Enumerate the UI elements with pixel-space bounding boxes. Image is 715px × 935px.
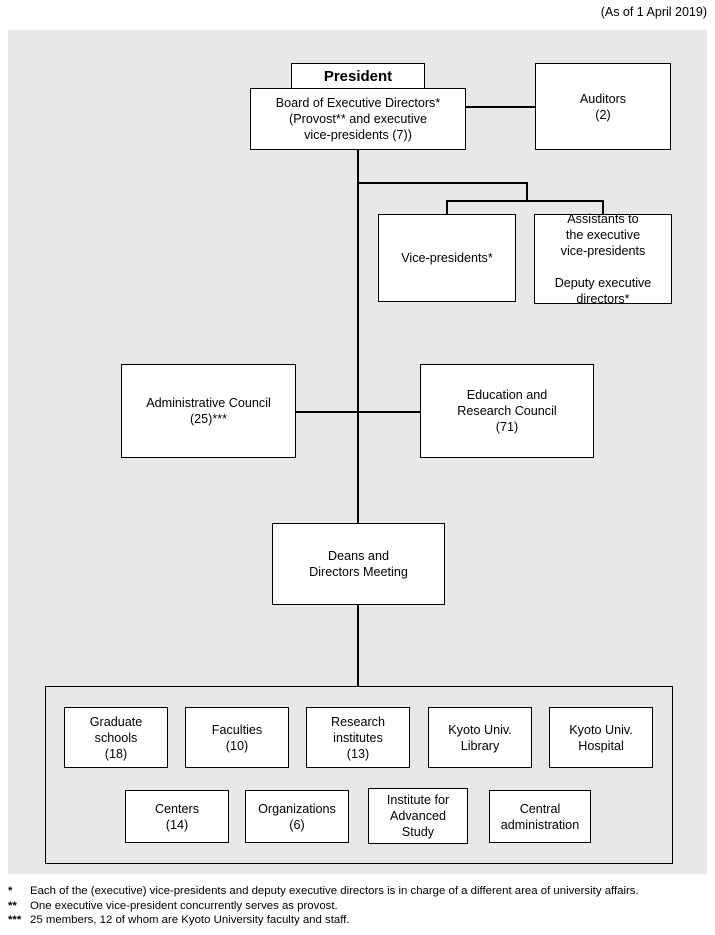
node-auditors[interactable]: Auditors (2) [535, 63, 671, 150]
unit-centers-label: Centers (14) [154, 801, 200, 832]
unit-kyoto-univ-hospital[interactable]: Kyoto Univ. Hospital [549, 707, 653, 768]
connector-deans-to-units [357, 605, 359, 686]
as-of-date: (As of 1 April 2019) [600, 5, 707, 19]
node-president[interactable]: President [291, 63, 425, 89]
unit-faculties[interactable]: Faculties (10) [185, 707, 289, 768]
unit-kyoto-univ-hospital-label: Kyoto Univ. Hospital [569, 722, 633, 753]
footnote-text-3: 25 members, 12 of whom are Kyoto Univers… [30, 914, 350, 927]
unit-institute-for-advanced-study-label: Institute for Advanced Study [386, 793, 450, 839]
unit-kyoto-univ-library-label: Kyoto Univ. Library [448, 722, 512, 753]
node-education-research-council[interactable]: Education and Research Council (71) [420, 364, 594, 458]
unit-graduate-schools[interactable]: Graduate schools (18) [64, 707, 168, 768]
unit-organizations-label: Organizations (6) [258, 801, 336, 832]
node-vice-presidents[interactable]: Vice-presidents* [378, 214, 516, 302]
unit-research-institutes[interactable]: Research institutes (13) [306, 707, 410, 768]
node-board-of-executive-directors[interactable]: Board of Executive Directors* (Provost**… [250, 88, 466, 150]
unit-organizations[interactable]: Organizations (6) [245, 790, 349, 843]
unit-graduate-schools-label: Graduate schools (18) [89, 714, 143, 761]
unit-faculties-label: Faculties (10) [211, 722, 263, 753]
connector-to-vice-presidents [446, 200, 448, 215]
node-deans-directors-label: Deans and Directors Meeting [309, 549, 408, 579]
units-group-frame [45, 686, 673, 864]
node-education-research-council-label: Education and Research Council (71) [457, 388, 557, 434]
footnote-text-2: One executive vice-president concurrentl… [30, 899, 338, 912]
connector-trunk-main [357, 150, 359, 524]
footnote-single-asterisk: * Each of the (executive) vice-president… [8, 884, 708, 899]
unit-research-institutes-label: Research institutes (13) [331, 714, 385, 761]
unit-kyoto-univ-library[interactable]: Kyoto Univ. Library [428, 707, 532, 768]
node-vice-presidents-label: Vice-presidents* [401, 251, 493, 265]
node-president-label: President [323, 67, 393, 85]
node-board-label: Board of Executive Directors* (Provost**… [275, 96, 441, 142]
unit-institute-for-advanced-study[interactable]: Institute for Advanced Study [368, 788, 468, 844]
connector-branch-upper-drop [526, 182, 528, 201]
node-assistants-label: Assistants to the executive vice-preside… [554, 212, 652, 306]
footnote-mark-2: ** [8, 899, 17, 912]
unit-central-administration[interactable]: Central administration [489, 790, 591, 843]
node-administrative-council[interactable]: Administrative Council (25)*** [121, 364, 296, 458]
connector-branch-upper [357, 182, 527, 184]
footnote-triple-asterisk: *** 25 members, 12 of whom are Kyoto Uni… [8, 913, 708, 928]
footnote-double-asterisk: ** One executive vice-president concurre… [8, 899, 708, 914]
connector-to-assistants [602, 200, 604, 215]
connector-administrative-council [295, 411, 358, 413]
connector-branch-lower [446, 200, 604, 202]
node-administrative-council-label: Administrative Council (25)*** [146, 396, 271, 426]
footnote-mark-1: * [8, 885, 13, 897]
node-assistants-deputy-directors[interactable]: Assistants to the executive vice-preside… [534, 212, 672, 306]
node-auditors-label: Auditors (2) [579, 91, 627, 122]
connector-education-research-council [357, 411, 421, 413]
footnote-mark-3: *** [8, 914, 22, 927]
connector-board-to-auditors [466, 106, 535, 108]
footnote-text-1: Each of the (executive) vice-presidents … [30, 885, 639, 897]
unit-central-administration-label: Central administration [500, 801, 580, 832]
unit-centers[interactable]: Centers (14) [125, 790, 229, 843]
node-deans-directors-meeting[interactable]: Deans and Directors Meeting [272, 523, 445, 605]
footnotes: * Each of the (executive) vice-president… [8, 884, 708, 928]
